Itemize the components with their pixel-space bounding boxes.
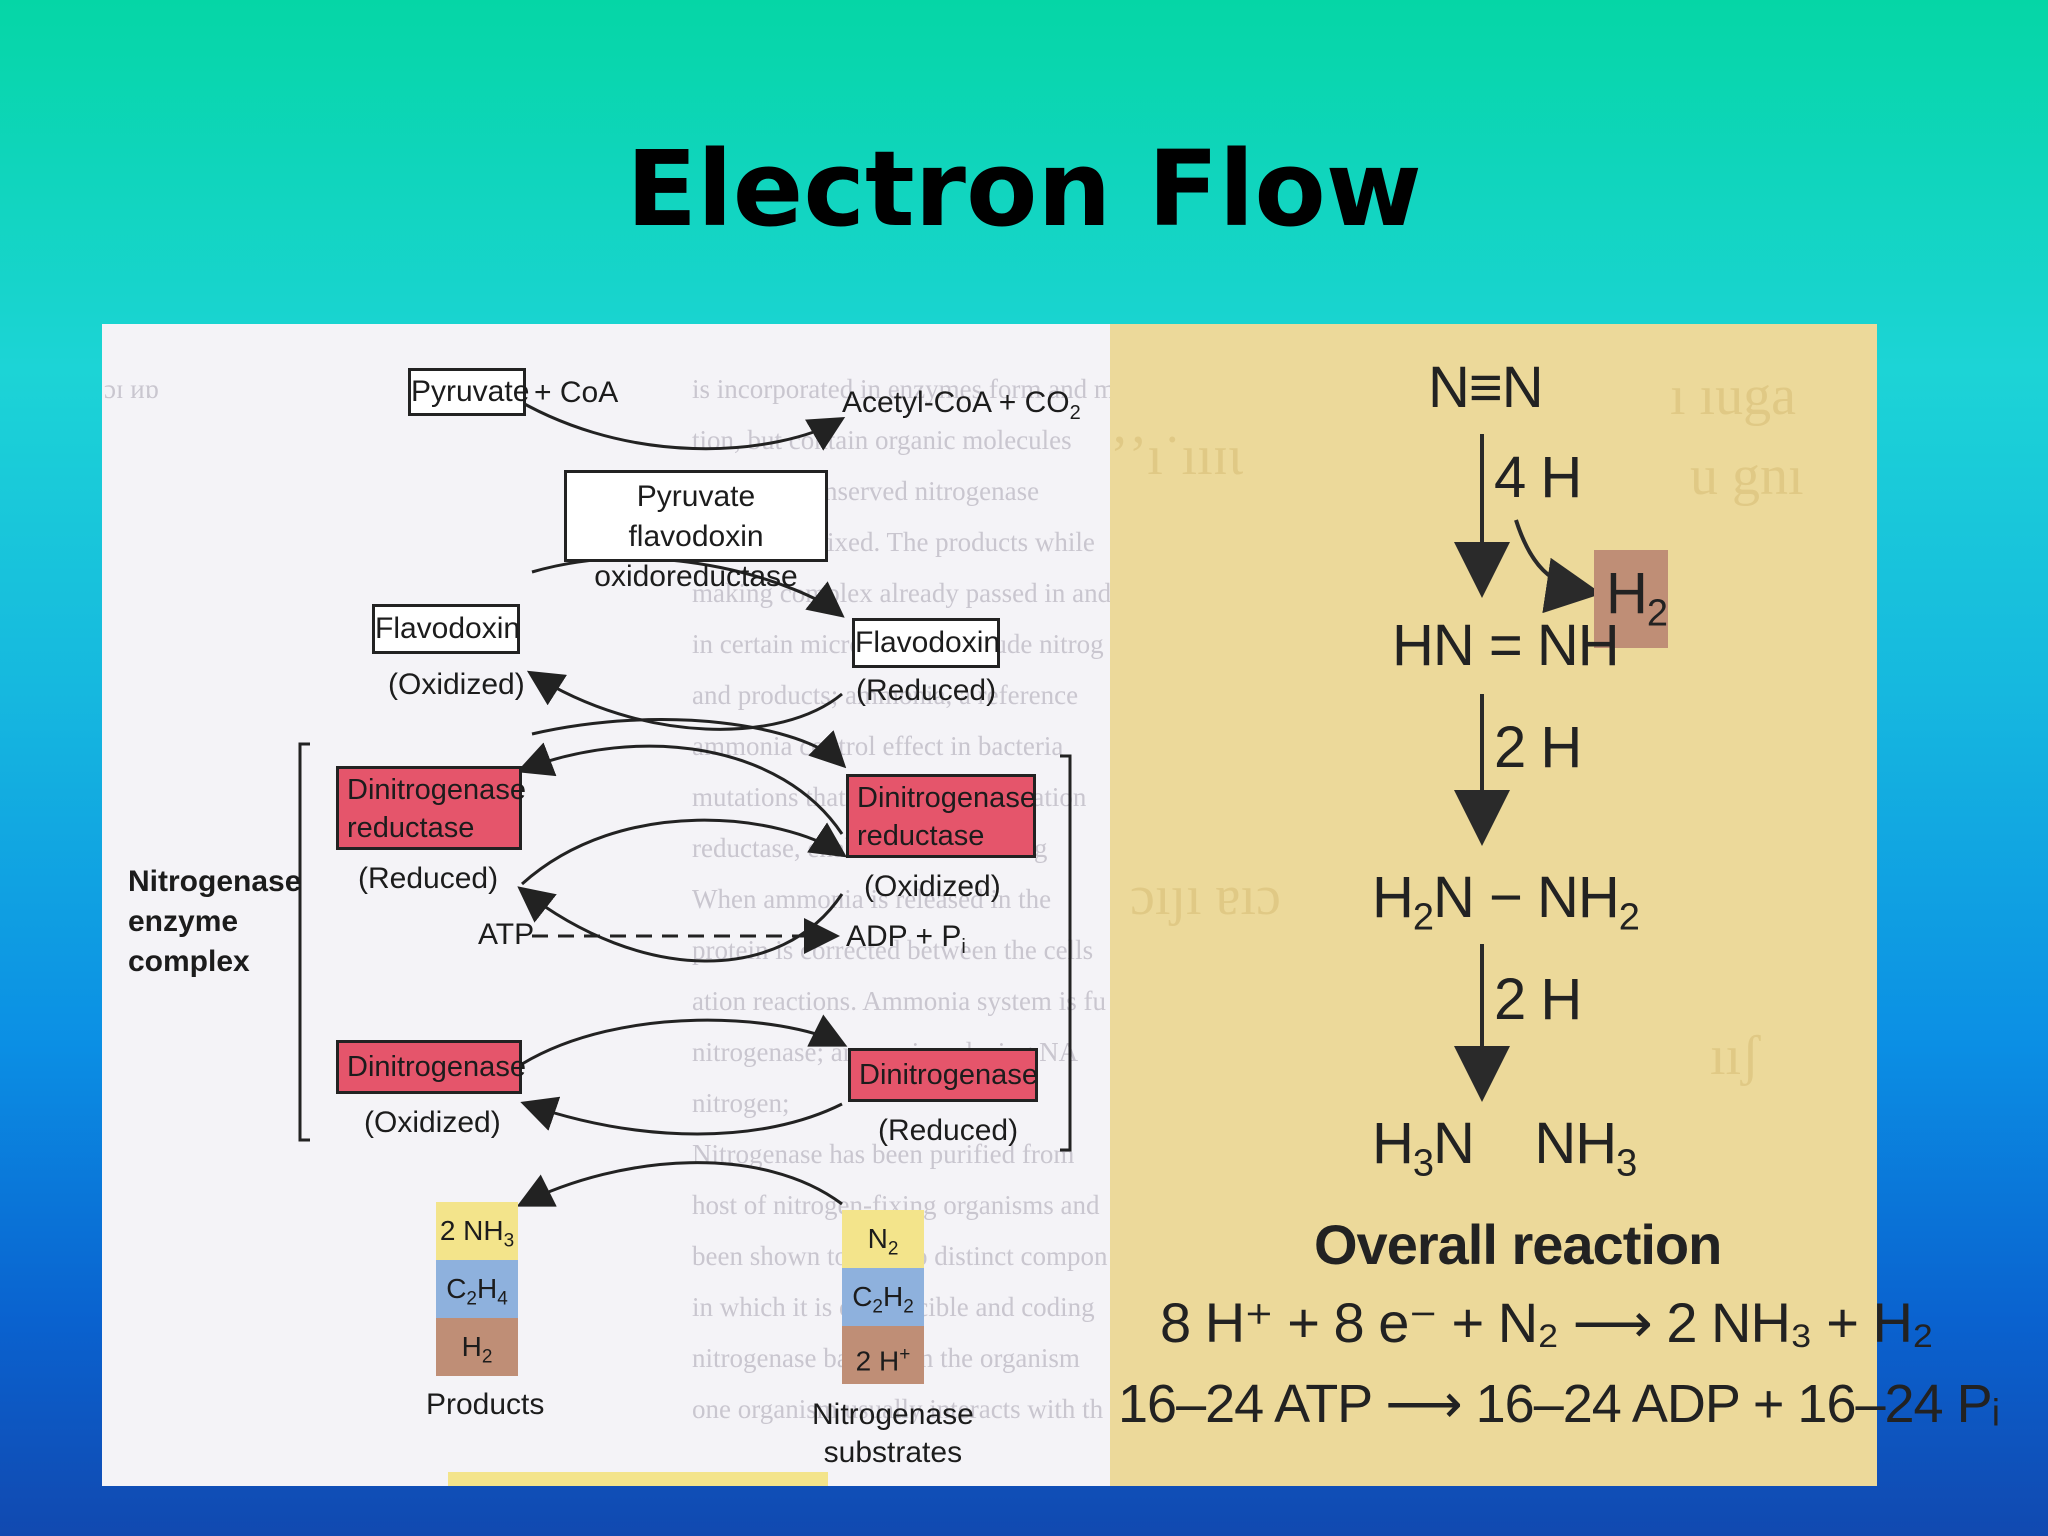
dinitrogenase-oxidized-label: (Oxidized) — [364, 1106, 501, 1139]
coa-label: + CoA — [534, 376, 619, 409]
background-text: protein is corrected between the cells — [692, 935, 1094, 965]
ammonia-formula: H3N NH3 — [1372, 1111, 1637, 1185]
h2-byproduct: H2 — [1606, 561, 1668, 635]
background-text: and products; ammonia, a reference — [692, 680, 1079, 710]
pfor-line-1: Pyruvate flavodoxin — [628, 480, 764, 553]
arrow-substrates-to-products — [516, 1161, 843, 1207]
arrow-reductase-oxidized-return — [517, 886, 844, 963]
step-3-label: 2 H — [1494, 967, 1582, 1032]
product-ethylene: C2H4 — [436, 1260, 518, 1318]
arrow-flavodoxin-forward — [531, 718, 847, 769]
background-text: ı ıuga — [1670, 365, 1796, 427]
substrate-nitrogen: N2 — [842, 1210, 924, 1268]
overall-equation-1: 8 H⁺ + 8 e⁻ + N₂ ⟶ 2 NH₃ + H₂ — [1160, 1291, 1934, 1354]
substrate-acetylene: C2H2 — [842, 1268, 924, 1326]
arrow-reductase-forward — [520, 818, 847, 886]
dinitrogenase-oxidized-box: Dinitrogenase — [336, 1040, 526, 1094]
products-label: Products — [426, 1388, 545, 1421]
background-text: tion, but contain organic molecules — [692, 425, 1072, 455]
substrate-protons: 2 H+ — [842, 1326, 924, 1384]
pyruvate-box: Pyruvate — [408, 368, 529, 416]
nitrogen-reduction-diagram: ı ıuga u gnı ʼʼı˙ııɪɩ ɔıȷı ɐıɔ ııʃ N≡N 4… — [1110, 324, 2000, 1486]
background-text: is incorporated in enzymes form and m — [692, 374, 1115, 404]
adp-label: ADP + Pi — [846, 920, 966, 958]
step-1-label: 4 H — [1494, 445, 1582, 510]
flavodoxin-oxidized-box: Flavodoxin — [372, 604, 520, 654]
flavodoxin-oxidized-label: (Oxidized) — [388, 668, 525, 701]
dinitrogenase-reduced-label: (Reduced) — [878, 1114, 1019, 1147]
arrow-layer — [298, 382, 1072, 1207]
background-text: ation reactions. Ammonia system is fu — [692, 986, 1106, 1016]
diazene-formula: HN = NH — [1392, 613, 1620, 678]
background-text: u gnı — [1690, 445, 1804, 507]
arrow-dinitrogenase-return — [520, 1096, 843, 1136]
arrow-dinitrogenase-forward — [521, 1014, 848, 1066]
electron-flow-diagram: is incorporated in enzymes form and m ti… — [102, 324, 1115, 1486]
arrow-flavodoxin-return — [526, 670, 843, 731]
atp-label: ATP — [478, 918, 535, 951]
background-text: ammonia control effect in bacteria — [692, 731, 1064, 761]
background-text: Nitrogenase has been purified from — [692, 1139, 1075, 1169]
h2-byproduct-box — [1594, 550, 1668, 648]
slide-title: Electron Flow — [626, 128, 1422, 250]
overall-reaction-heading: Overall reaction — [1314, 1213, 1722, 1276]
background-text: When ammonia is released in the — [692, 884, 1052, 914]
substrates-label: Nitrogenase substrates — [812, 1398, 974, 1469]
dinitrogenase-reductase-reduced-box: Dinitrogenase reductase — [336, 766, 526, 850]
dinitrogenase-reductase-oxidized-box: Dinitrogenase reductase — [846, 774, 1036, 858]
product-ammonia: 2 NH3 — [436, 1202, 518, 1260]
flavodoxin-reduced-label: (Reduced) — [856, 674, 997, 707]
arrow-reductase-return — [516, 742, 844, 835]
arrow-pyruvate-to-acetyl — [491, 382, 846, 451]
background-text: ııʃ — [1710, 1025, 1760, 1087]
pfor-enzyme-box: Pyruvate flavodoxin oxidoreductase — [564, 470, 828, 593]
h2-release-arrow — [1514, 519, 1602, 614]
overall-equation-2: 16–24 ATP ⟶ 16–24 ADP + 16–24 Pᵢ — [1118, 1374, 2000, 1434]
background-text: ɔıȷı ɐıɔ — [1130, 865, 1281, 927]
reductase-oxidized-label: (Oxidized) — [864, 870, 1001, 903]
background-text: ɔɪ ᴎɒ — [104, 374, 159, 404]
acetyl-coa-label: Acetyl-CoA + CO2 — [842, 386, 1081, 424]
reductase-reduced-label: (Reduced) — [358, 862, 499, 895]
background-text: making complex already passed in and — [692, 578, 1112, 608]
bracket-left — [298, 742, 310, 1142]
step-2-label: 2 H — [1494, 715, 1582, 780]
pfor-line-2: oxidoreductase — [594, 560, 798, 593]
dinitrogenase-reduced-box: Dinitrogenase — [848, 1048, 1038, 1102]
background-text: one organism usually interacts with th — [692, 1394, 1104, 1424]
dinitrogen-formula: N≡N — [1428, 355, 1544, 420]
product-hydrogen: H2 — [436, 1318, 518, 1376]
cropped-strip — [448, 1472, 828, 1486]
nitrogenase-complex-label: Nitrogenase enzyme complex — [128, 865, 302, 978]
flavodoxin-reduced-box: Flavodoxin — [852, 618, 1000, 668]
background-text: ʼʼı˙ııɪɩ — [1110, 425, 1244, 487]
background-text: nitrogen; — [692, 1088, 790, 1118]
reaction-arrows — [1454, 434, 1602, 1102]
bracket-right — [1060, 754, 1072, 1152]
hydrazine-formula: H2N − NH2 — [1372, 865, 1640, 939]
